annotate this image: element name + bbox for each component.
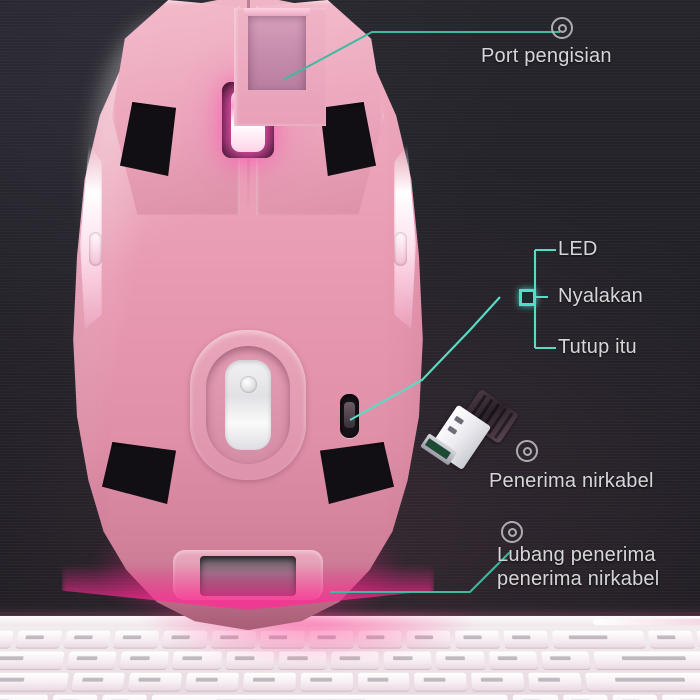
target-circle-icon bbox=[551, 17, 573, 39]
left-side-button bbox=[89, 232, 102, 266]
callout-label-receiver-slot-line2: penerima nirkabel bbox=[497, 568, 660, 591]
charging-port-opening bbox=[248, 12, 306, 90]
optical-sensor-lens bbox=[225, 360, 271, 450]
callout-label-receiver-slot-line1: Lubang penerima bbox=[497, 544, 656, 566]
callout-label-led: LED bbox=[558, 238, 598, 260]
callout-label-close-it: Tutup itu bbox=[558, 336, 637, 358]
callout-label-wireless-receiver: Penerima nirkabel bbox=[489, 470, 654, 492]
target-circle-icon bbox=[516, 440, 538, 462]
callout-label-receiver-slot: Lubang penerima penerima nirkabel bbox=[497, 543, 659, 592]
led-group-node bbox=[519, 289, 536, 306]
target-circle-icon bbox=[501, 521, 523, 543]
callout-label-turn-on: Nyalakan bbox=[558, 285, 643, 307]
led-switch-slot bbox=[340, 394, 359, 438]
callout-label-charging-port: Port pengisian bbox=[481, 45, 612, 67]
keyboard-row bbox=[0, 694, 700, 700]
gaming-mouse bbox=[32, 0, 464, 634]
left-click-button bbox=[112, 0, 240, 215]
keyboard-indicator-strip bbox=[592, 618, 700, 626]
right-side-button bbox=[394, 232, 407, 266]
charging-port-lip bbox=[244, 8, 310, 16]
